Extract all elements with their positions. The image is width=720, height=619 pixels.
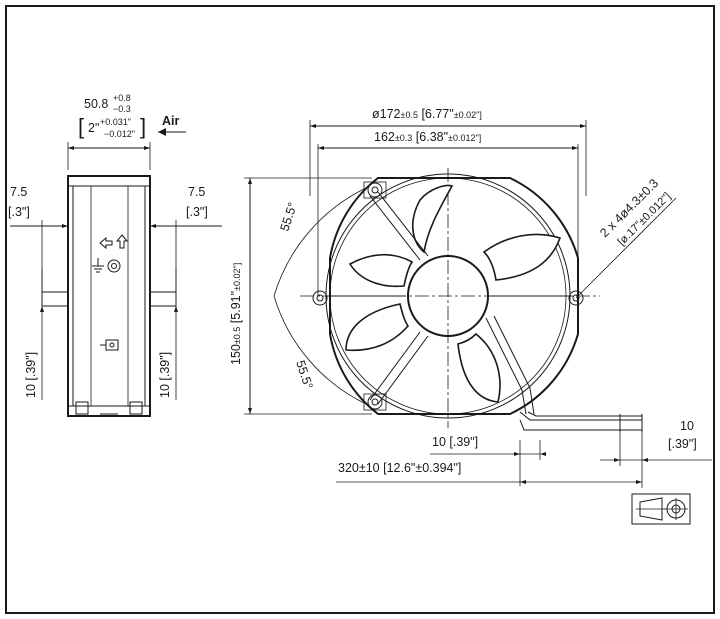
fan-blade xyxy=(482,233,562,281)
lead-tip-mm: 10 xyxy=(680,419,694,433)
height-dim: 150±0.5 [5.91"±0.02"] xyxy=(229,263,243,365)
mounting-hole xyxy=(568,290,584,306)
fan-blade xyxy=(457,332,501,403)
mounting-hole xyxy=(312,290,328,306)
fan-blade xyxy=(412,184,454,254)
right-tab-dim: 10 [.39"] xyxy=(158,352,172,398)
side-view: 50.8 +0.8 −0.3 [ 2" +0.031" −0.012" ] Ai… xyxy=(8,93,222,417)
mounting-hole xyxy=(363,181,387,199)
depth-main: 50.8 xyxy=(84,97,108,111)
angle-top: 55.5° xyxy=(278,201,300,233)
side-mounting-tab-right xyxy=(149,291,177,307)
third-angle-projection-symbol xyxy=(631,493,691,525)
lead-tip-in: [.39"] xyxy=(668,437,697,451)
fan-blade xyxy=(345,303,410,352)
lead-strip-dim: 10 [.39"] xyxy=(432,435,478,449)
ground-icon xyxy=(92,258,121,273)
left-offset-in: [.3"] xyxy=(8,205,30,219)
mounting-hole xyxy=(363,393,387,411)
arrow-up-icon xyxy=(115,234,129,249)
right-offset-in: [.3"] xyxy=(186,205,208,219)
fan-blade xyxy=(348,253,414,288)
depth-tol-minus: −0.3 xyxy=(113,104,131,114)
terminal-icon xyxy=(100,339,119,351)
arrow-left-icon xyxy=(158,128,186,136)
depth-inch-tol-minus: −0.012" xyxy=(104,129,135,139)
front-view: ø172±0.5 [6.77"±0.02"] 162±0.3 [6.38"±0.… xyxy=(229,107,712,488)
fan-frame-outline xyxy=(329,177,579,415)
depth-inch: 2" xyxy=(88,121,99,135)
side-mounting-tab-left xyxy=(41,291,69,307)
arrow-left-icon xyxy=(99,236,113,250)
depth-inch-close: ] xyxy=(140,114,146,139)
lead-wire xyxy=(519,411,643,432)
outer-diameter-dim: ø172±0.5 [6.77"±0.02"] xyxy=(372,107,482,121)
right-offset-mm: 7.5 xyxy=(188,185,205,199)
fan-side-body xyxy=(67,175,151,417)
left-tab-dim: 10 [.39"] xyxy=(24,352,38,398)
airflow-label: Air xyxy=(162,114,180,128)
depth-tol-plus: +0.8 xyxy=(113,93,131,103)
depth-inch-open: [ xyxy=(78,114,84,139)
drawing-border xyxy=(5,5,715,614)
fan-hub xyxy=(407,255,489,337)
left-offset-mm: 7.5 xyxy=(10,185,27,199)
lead-length-dim: 320±10 [12.6"±0.394"] xyxy=(338,461,461,475)
depth-inch-tol-plus: +0.031" xyxy=(100,117,131,127)
hole-spacing-dim: 162±0.3 [6.38"±0.012"] xyxy=(374,130,481,144)
